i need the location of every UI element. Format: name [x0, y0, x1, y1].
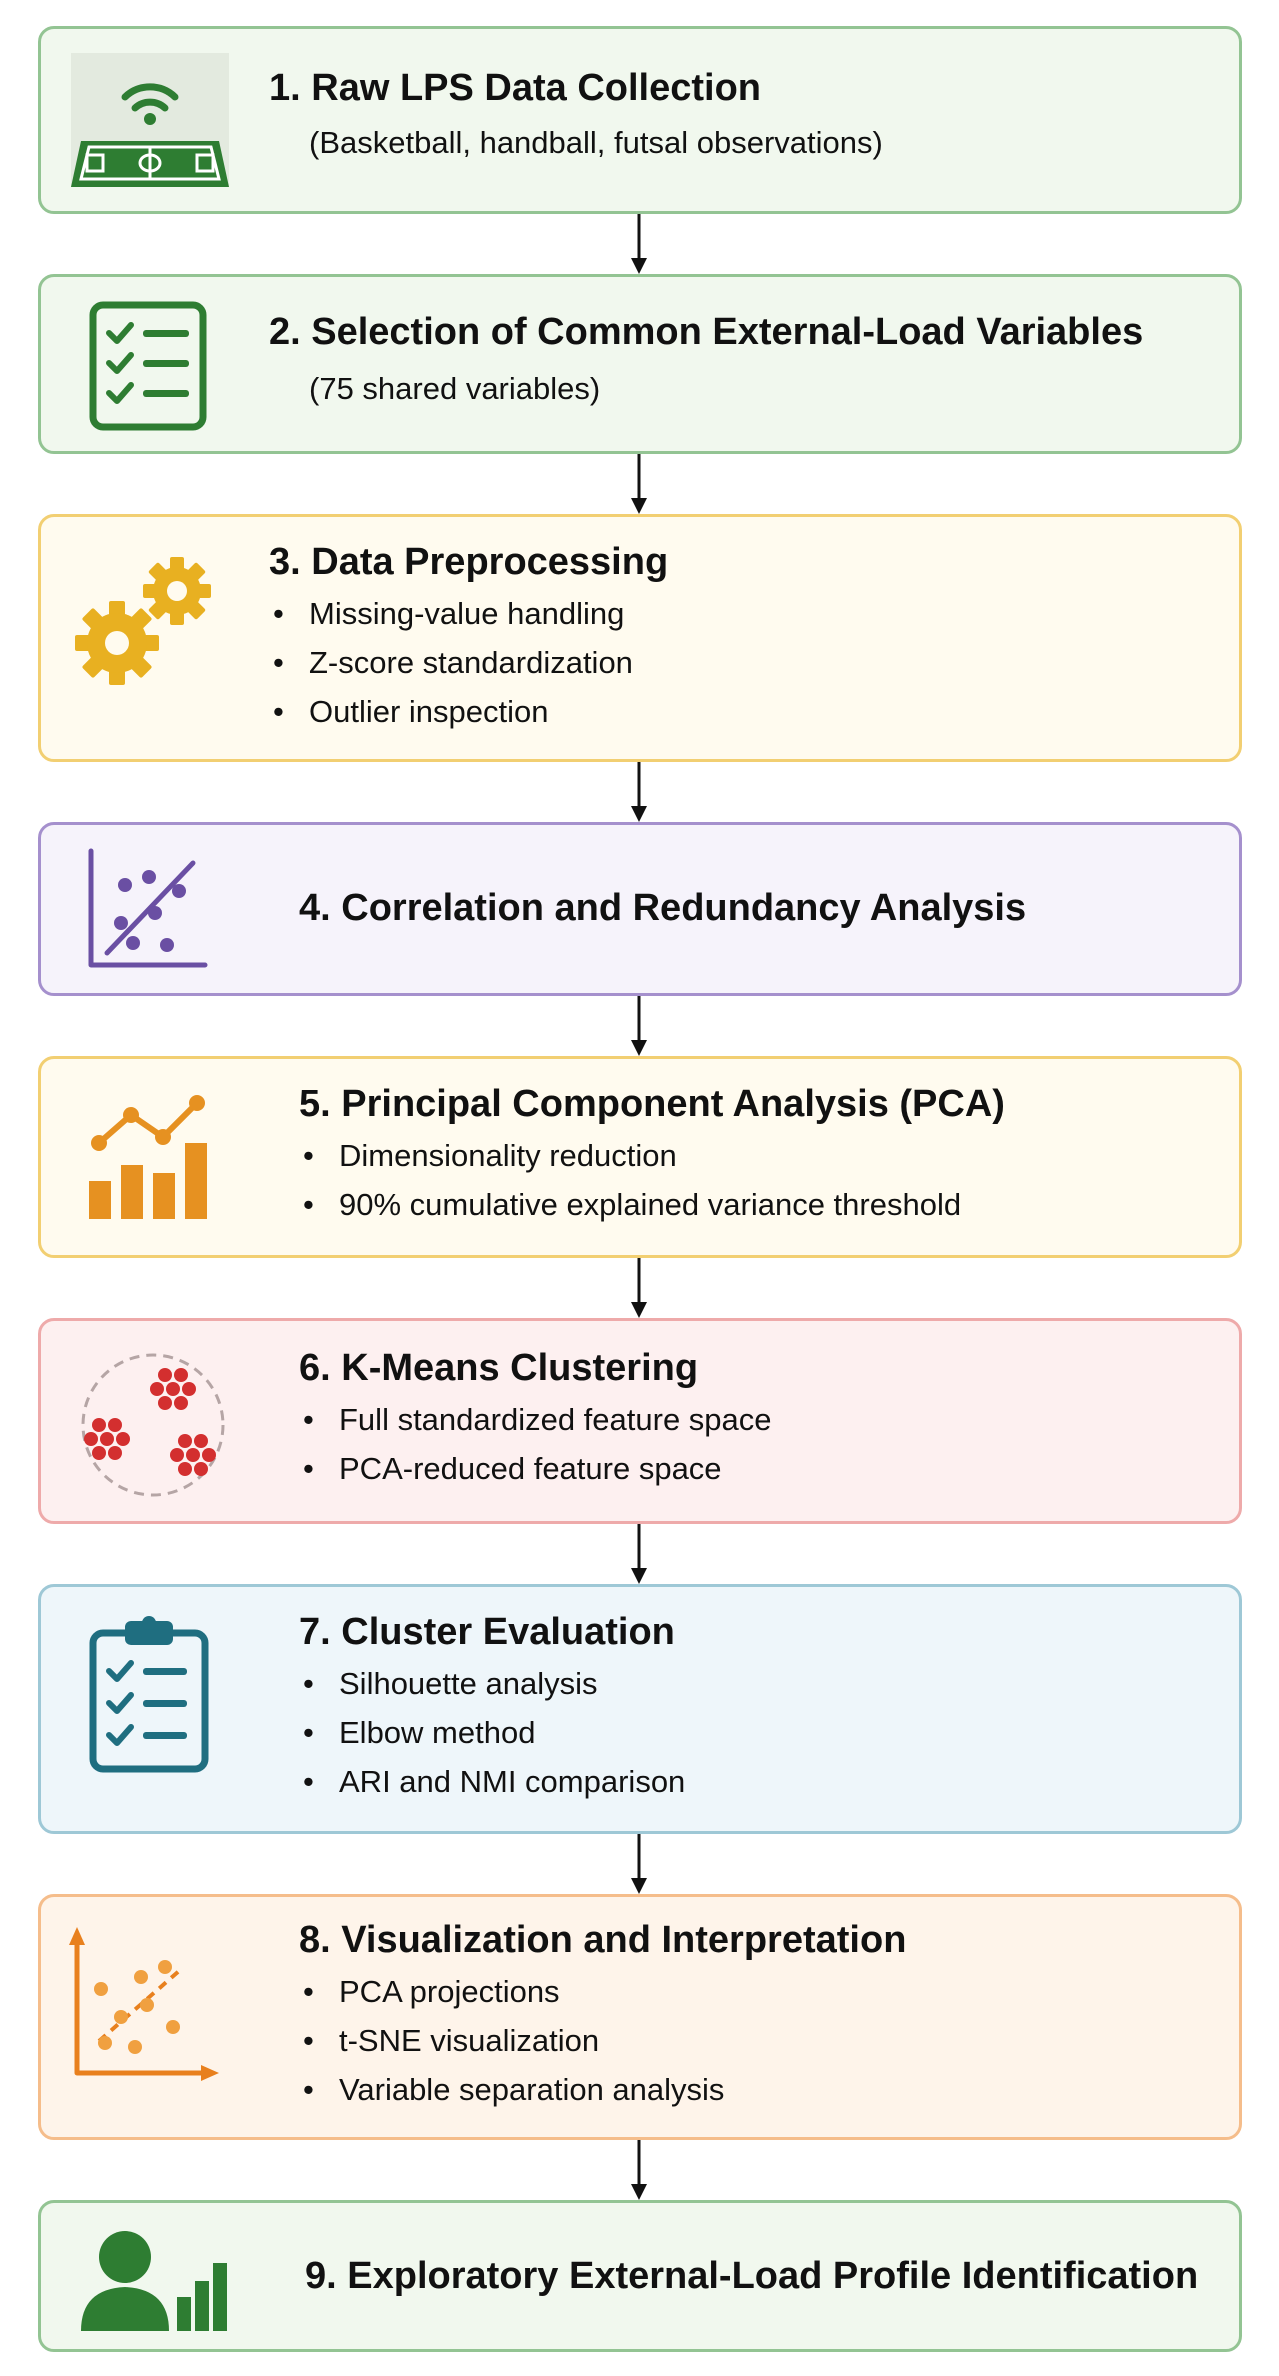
list-item: Missing-value handling — [269, 589, 668, 638]
step-1-title: 1. Raw LPS Data Collection — [269, 67, 761, 109]
step-7-title: 7. Cluster Evaluation — [299, 1611, 675, 1653]
scatter-trend-icon — [85, 847, 209, 975]
step-6-box: 6. K-Means Clustering Full standardized … — [38, 1318, 1242, 1524]
step-9-box: 9. Exploratory External-Load Profile Ide… — [38, 2200, 1242, 2352]
step-2-title: 2. Selection of Common External-Load Var… — [269, 311, 1144, 353]
list-item: PCA projections — [299, 1967, 906, 2016]
step-3-bullets: Missing-value handling Z-score standardi… — [269, 589, 668, 736]
step-5-box: 5. Principal Component Analysis (PCA) Di… — [38, 1056, 1242, 1258]
gears-icon — [69, 543, 219, 693]
step-7-bullets: Silhouette analysis Elbow method ARI and… — [299, 1659, 685, 1806]
flow-arrow — [631, 762, 647, 822]
step-1-box: 1. Raw LPS Data Collection (Basketball, … — [38, 26, 1242, 214]
list-item: Z-score standardization — [269, 638, 668, 687]
flow-arrow — [631, 1524, 647, 1584]
flow-arrow — [631, 1258, 647, 1318]
step-6-bullets: Full standardized feature space PCA-redu… — [299, 1395, 772, 1493]
list-item: t-SNE visualization — [299, 2016, 906, 2065]
list-item: Elbow method — [299, 1708, 685, 1757]
step-5-title: 5. Principal Component Analysis (PCA) — [299, 1083, 1005, 1125]
bar-line-chart-icon — [85, 1091, 215, 1221]
list-item: ARI and NMI comparison — [299, 1757, 685, 1806]
checklist-icon — [89, 301, 207, 431]
step-4-title: 4. Correlation and Redundancy Analysis — [299, 887, 1027, 929]
step-2-subtitle: (75 shared variables) — [309, 371, 601, 406]
scatter-axes-icon — [69, 1923, 219, 2083]
list-item: Variable separation analysis — [299, 2065, 906, 2114]
clipboard-check-icon — [87, 1615, 211, 1775]
list-item: Silhouette analysis — [299, 1659, 685, 1708]
step-8-bullets: PCA projections t-SNE visualization Vari… — [299, 1967, 906, 2114]
step-8-box: 8. Visualization and Interpretation PCA … — [38, 1894, 1242, 2140]
flow-arrow — [631, 2140, 647, 2200]
step-8-title: 8. Visualization and Interpretation — [299, 1919, 907, 1961]
step-3-title: 3. Data Preprocessing — [269, 541, 669, 583]
step-7-box: 7. Cluster Evaluation Silhouette analysi… — [38, 1584, 1242, 1834]
court-wifi-icon — [71, 53, 229, 187]
step-1-subtitle: (Basketball, handball, futsal observatio… — [309, 125, 883, 160]
step-5-bullets: Dimensionality reduction 90% cumulative … — [299, 1131, 1005, 1229]
clusters-icon — [69, 1341, 229, 1501]
list-item: PCA-reduced feature space — [299, 1444, 772, 1493]
step-3-box: 3. Data Preprocessing Missing-value hand… — [38, 514, 1242, 762]
step-2-box: 2. Selection of Common External-Load Var… — [38, 274, 1242, 454]
flow-arrow — [631, 1834, 647, 1894]
flow-arrow — [631, 996, 647, 1056]
person-bars-icon — [81, 2227, 231, 2331]
step-4-box: 4. Correlation and Redundancy Analysis — [38, 822, 1242, 996]
list-item: Outlier inspection — [269, 687, 668, 736]
list-item: Dimensionality reduction — [299, 1131, 1005, 1180]
flow-arrow — [631, 454, 647, 514]
step-6-title: 6. K-Means Clustering — [299, 1347, 699, 1389]
flow-arrow — [631, 214, 647, 274]
step-9-title: 9. Exploratory External-Load Profile Ide… — [305, 2255, 1199, 2297]
list-item: Full standardized feature space — [299, 1395, 772, 1444]
list-item: 90% cumulative explained variance thresh… — [299, 1180, 1005, 1229]
